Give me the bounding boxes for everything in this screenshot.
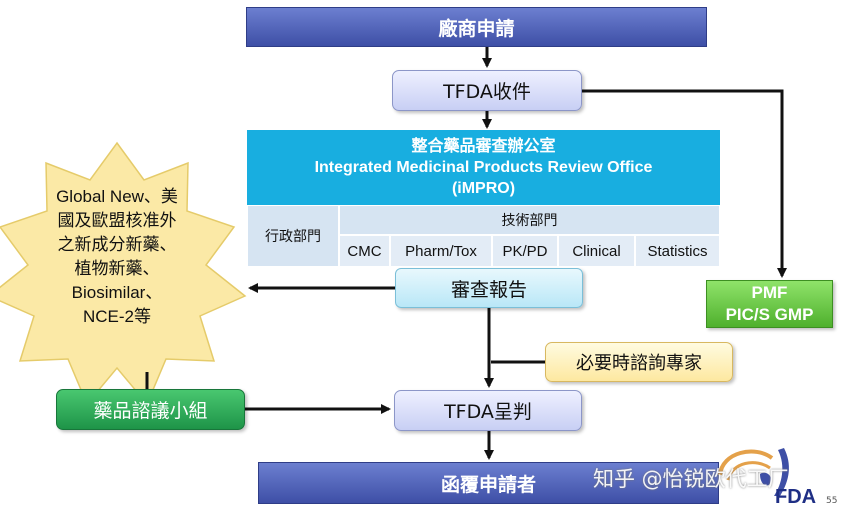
tech-unit-clinical: Clinical	[572, 242, 621, 260]
advisory-committee-box: 藥品諮議小組	[56, 389, 245, 430]
star-line: 之新成分新藥、	[57, 235, 177, 254]
tech-unit-cell: Statistics	[635, 235, 720, 267]
review-report-label: 審查報告	[450, 278, 527, 301]
advisory-committee-label: 藥品諮議小組	[93, 400, 208, 422]
star-line: Biosimilar、	[71, 283, 163, 302]
admin-dept-cell: 行政部門	[247, 205, 339, 267]
tech-unit-cell: PK/PD	[492, 235, 558, 267]
impro-title-zh: 整合藥品審查辦公室	[411, 138, 556, 155]
star-burst	[0, 141, 247, 406]
receipt-label: TFDA收件	[443, 81, 531, 103]
tech-unit-cell: CMC	[339, 235, 390, 267]
tech-unit-pharmtox: Pharm/Tox	[405, 242, 477, 260]
pmf-line2: PIC/S GMP	[725, 305, 814, 324]
tfda-decision-label: TFDA呈判	[444, 401, 532, 423]
impro-abbr: (iMPRO)	[451, 180, 516, 197]
applicant-label: 廠商申請	[438, 17, 515, 40]
star-text: Global New、美 國及歐盟核准外 之新成分新藥、 植物新藥、 Biosi…	[22, 177, 212, 337]
star-line: Global New、美	[56, 187, 178, 206]
page-number: 55	[826, 496, 838, 506]
expert-consult-label: 必要時諮詢專家	[576, 353, 702, 374]
fda-logo-text: FDA	[775, 486, 817, 508]
review-report-box: 審查報告	[395, 268, 583, 308]
tfda-decision-box: TFDA呈判	[394, 390, 582, 431]
receipt-box: TFDA收件	[392, 70, 582, 111]
pmf-line1: PMF	[751, 283, 788, 302]
star-line: NCE-2等	[82, 307, 151, 326]
reply-label: 函覆申請者	[440, 473, 536, 496]
tech-unit-cell: Pharm/Tox	[390, 235, 492, 267]
tech-dept-cell: 技術部門	[339, 205, 720, 235]
tech-unit-pkpd: PK/PD	[502, 242, 548, 260]
impro-header: 整合藥品審查辦公室 Integrated Medicinal Products …	[247, 130, 720, 205]
reply-box: 函覆申請者	[258, 462, 719, 504]
expert-consult-box: 必要時諮詢專家	[545, 342, 733, 382]
impro-title-en: Integrated Medicinal Products Review Off…	[314, 159, 653, 176]
tech-unit-cell: Clinical	[558, 235, 635, 267]
star-line: 植物新藥、	[74, 259, 160, 278]
watermark: 知乎 @怡锐欧代工厂	[593, 467, 789, 491]
tech-dept-label: 技術部門	[501, 213, 558, 229]
star-line: 國及歐盟核准外	[57, 211, 177, 230]
applicant-box: 廠商申請	[246, 7, 707, 47]
tech-unit-statistics: Statistics	[647, 242, 708, 260]
pmf-box: PMF PIC/S GMP	[706, 280, 833, 328]
tech-unit-cmc: CMC	[347, 242, 382, 260]
fda-logo	[718, 448, 789, 496]
admin-dept-label: 行政部門	[265, 229, 321, 245]
